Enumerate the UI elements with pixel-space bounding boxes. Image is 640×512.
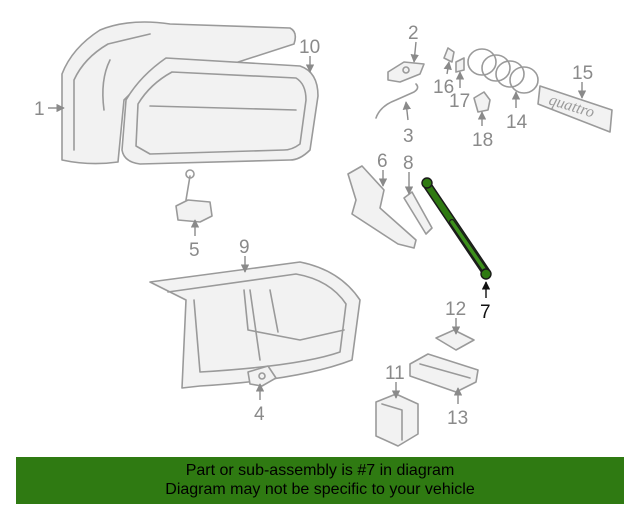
trunk-liner [149,261,361,389]
callout-8: 8 [403,153,414,174]
quattro-emblem: quattro [537,85,613,133]
hook-wire [375,83,419,119]
lamp-lens [435,329,475,351]
bumper-block [375,393,419,447]
callout-6: 6 [377,151,388,172]
cap [473,91,491,113]
callout-10: 10 [299,37,320,58]
callout-16: 16 [433,77,454,98]
leader-3 [402,101,412,121]
vehicle-fit-banner: Part or sub-assembly is #7 in diagram Di… [16,457,624,504]
callout-1: 1 [34,99,45,120]
lamp-housing [409,353,479,393]
leader-lines [48,41,587,404]
banner-line-2: Diagram may not be specific to your vehi… [165,481,475,498]
callout-5: 5 [189,240,200,261]
callout-14: 14 [506,112,528,133]
callout-12: 12 [445,299,466,320]
callout-11: 11 [385,363,405,384]
rings-emblem [467,48,539,94]
callout-18: 18 [472,130,493,151]
callout-3: 3 [403,126,414,147]
callout-15: 15 [572,63,593,84]
callout-7: 7 [480,302,491,323]
callout-4: 4 [254,404,265,425]
trunk-lid-trim-panel [121,57,319,165]
leader-2 [410,41,419,63]
parts-diagram: quattro [34,21,613,447]
banner-line-1: Part or sub-assembly is #7 in diagram [185,462,455,479]
hinge-arm [347,165,417,249]
lift-support-strut [421,177,492,280]
clip [443,47,455,63]
nut [455,57,465,73]
callout-2: 2 [408,23,419,44]
hinge-bracket [387,61,425,83]
callout-17: 17 [449,91,470,112]
callout-9: 9 [239,237,250,258]
trunk-lid-outer [61,21,297,165]
striker [247,365,277,387]
callout-13: 13 [447,408,468,429]
leader-16 [443,61,452,75]
trunk-latch [175,169,213,223]
callouts: 1 2 3 4 5 6 7 8 9 10 11 12 13 14 15 16 1… [34,23,593,429]
hinge-strip [403,191,433,235]
